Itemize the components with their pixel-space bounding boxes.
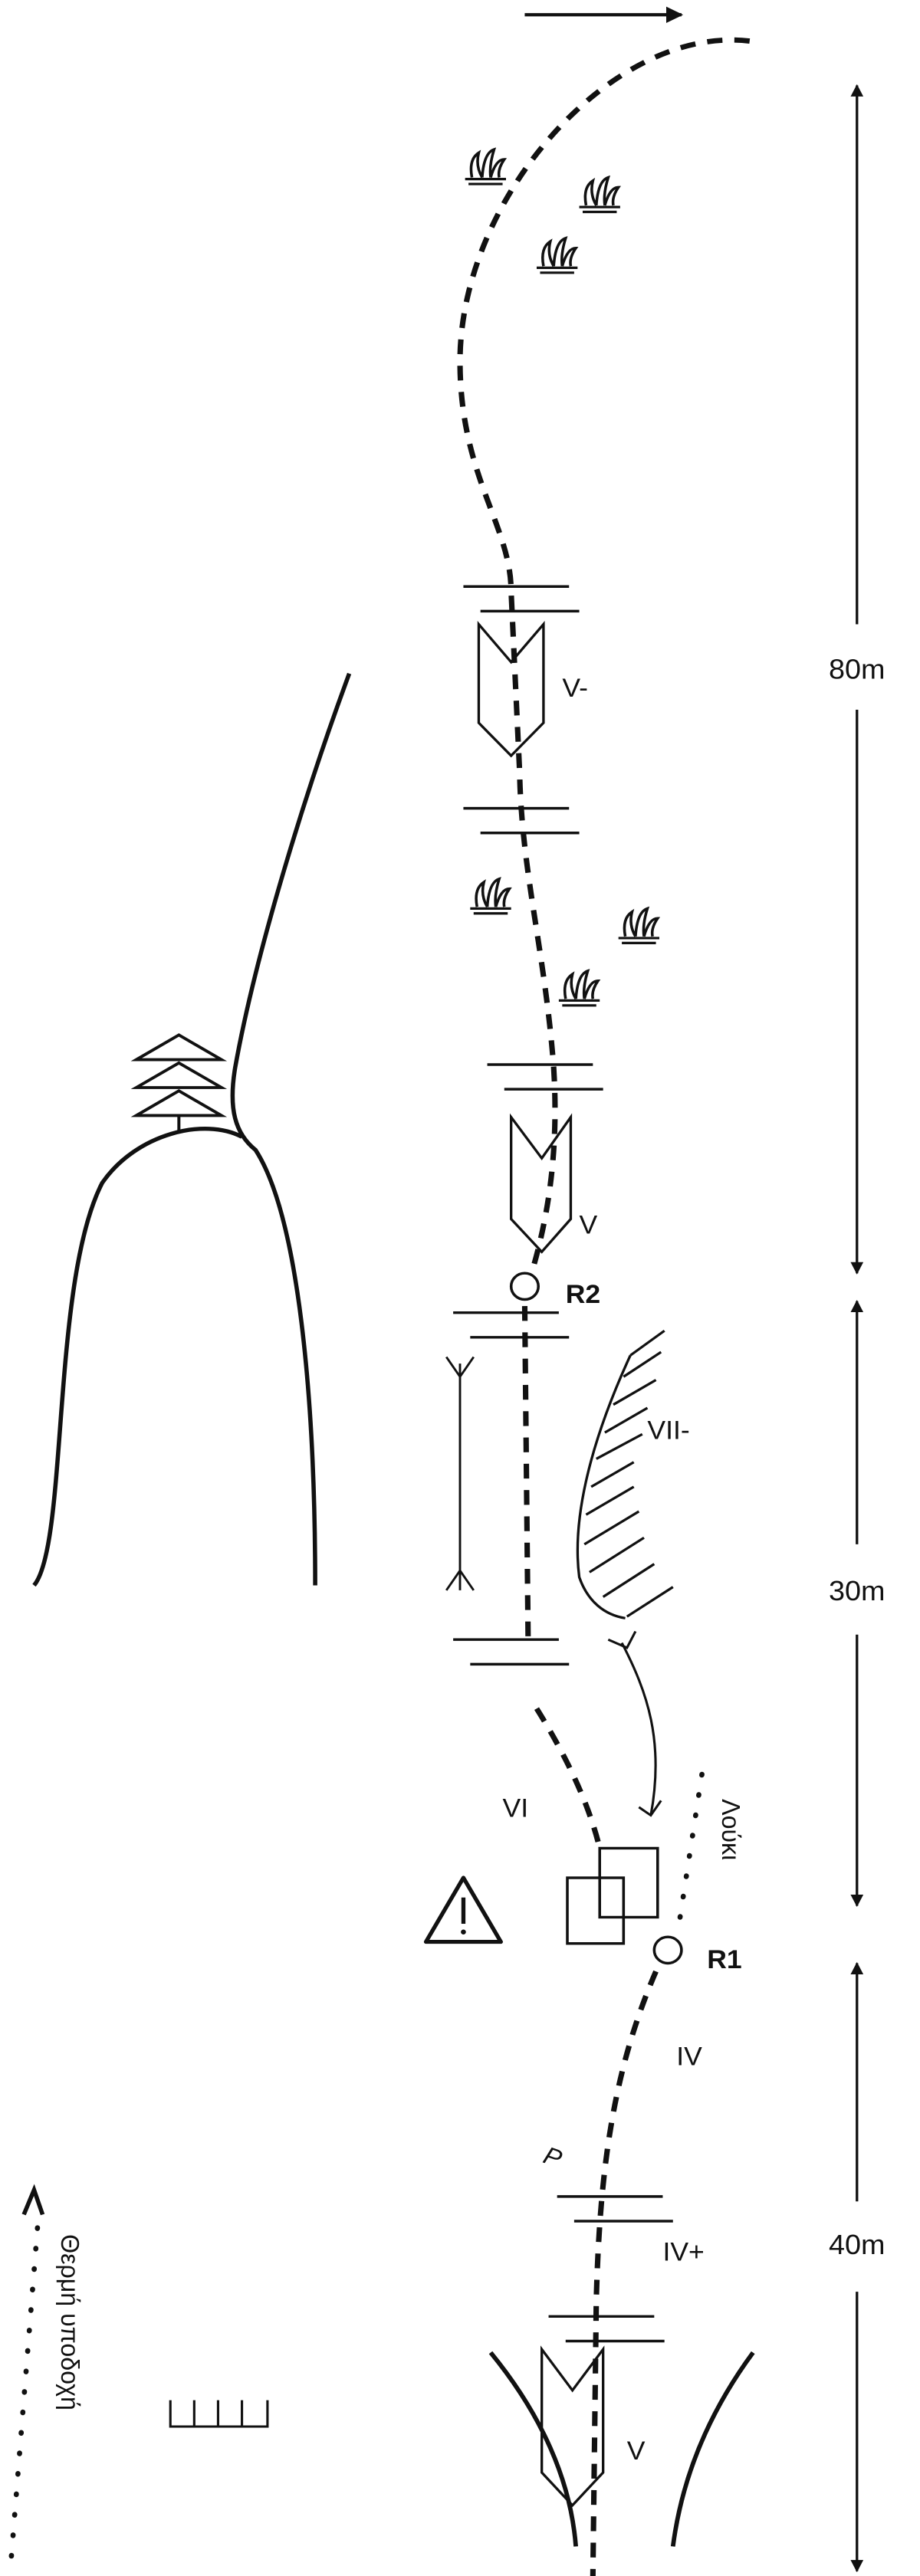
- belay-label: R2: [566, 1279, 600, 1308]
- gully-line: [675, 1771, 705, 1933]
- abseil-icon: [445, 1356, 475, 1591]
- peg-label: P: [540, 2141, 566, 2173]
- block-icon: [566, 1876, 626, 1945]
- approach-label: Θερμή υποδοχή: [56, 2234, 85, 2410]
- traverse-arrow: [620, 1642, 657, 1816]
- pitch-length: 40m: [829, 2228, 885, 2259]
- grade-label: IV+: [662, 2237, 704, 2266]
- route-line: [521, 1306, 531, 1643]
- route-line: [457, 37, 751, 1275]
- grass-icon: [616, 907, 661, 945]
- grade-label: VI: [503, 1793, 529, 1823]
- grade-label: V: [580, 1210, 598, 1239]
- ledge-icon: [485, 1063, 605, 1091]
- grade-label: VII-: [647, 1416, 689, 1445]
- ledge-icon: [462, 585, 581, 613]
- pitch-length: 80m: [829, 653, 885, 684]
- gully-wall: [670, 2351, 755, 2547]
- belay-ring-icon: [509, 1272, 540, 1301]
- gully-label: Λούκι: [717, 1799, 746, 1860]
- pitch-length: 30m: [829, 1574, 885, 1606]
- ledge-icon: [452, 1311, 571, 1339]
- tree-icon: [130, 1033, 228, 1134]
- grass-icon: [463, 148, 508, 185]
- ledge-icon: [547, 2315, 666, 2343]
- ledge-icon: [452, 1638, 571, 1666]
- grass-icon: [468, 877, 513, 915]
- start-symbol-icon: [169, 2400, 269, 2428]
- grade-label: IV: [676, 2042, 702, 2071]
- belay-ring-icon: [652, 1935, 683, 1965]
- grade-label: V: [627, 2436, 646, 2465]
- arrow-up-icon: [21, 2184, 45, 2216]
- dihedral-icon: [510, 1113, 573, 1254]
- grade-label: V-: [562, 673, 588, 702]
- grass-icon: [535, 237, 580, 274]
- approach-line: [8, 2225, 41, 2574]
- grass-icon: [577, 176, 622, 214]
- route-line: [534, 1707, 603, 1849]
- warning-icon: [423, 1875, 503, 1944]
- mountain-outline: [230, 672, 352, 1586]
- belay-label: R1: [707, 1944, 741, 1974]
- block-icon: [598, 1846, 659, 1919]
- ledge-icon: [555, 2195, 675, 2223]
- overhang-icon: [576, 1329, 674, 1619]
- mountain-outline: [32, 1127, 243, 1587]
- dihedral-icon: [477, 621, 545, 758]
- route-line: [590, 1970, 659, 2576]
- grass-icon: [557, 970, 602, 1007]
- gully-wall: [488, 2351, 578, 2547]
- dihedral-icon: [540, 2345, 605, 2508]
